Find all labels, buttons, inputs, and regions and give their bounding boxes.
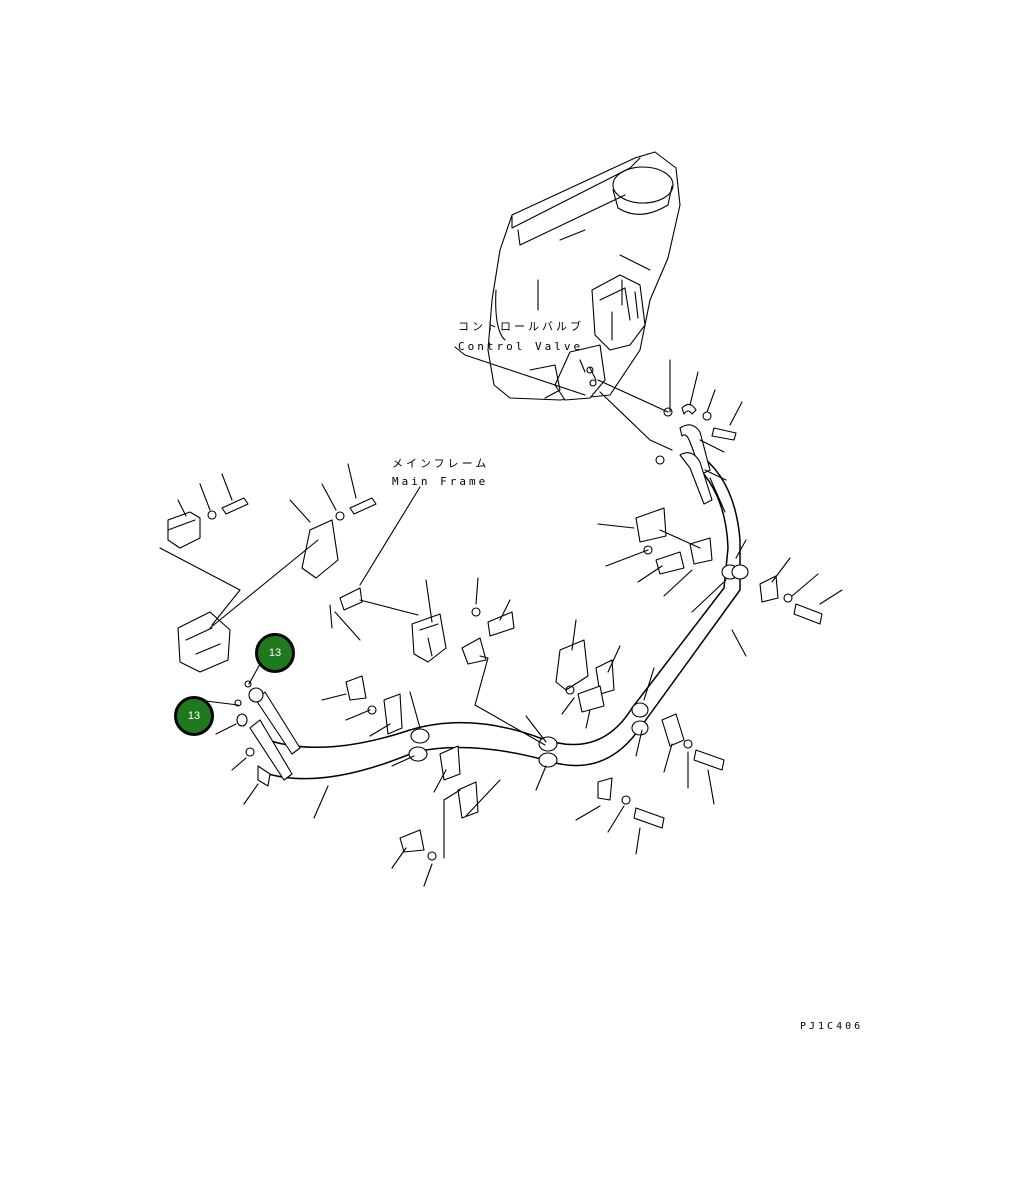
valve-fittings (655, 403, 737, 513)
main-frame-label-en: Main Frame (392, 475, 489, 488)
main-frame-brackets (329, 587, 546, 861)
left-hose-fittings (234, 680, 301, 787)
control-valve-label-en: Control Valve (458, 340, 584, 353)
callout-badge-13[interactable]: 13 (174, 696, 214, 736)
leader-lines (177, 346, 843, 887)
main-frame-label-jp: メインフレーム (392, 457, 490, 470)
drawing-code: PJ1C406 (800, 1021, 864, 1032)
middle-right-brackets (555, 507, 823, 829)
hose-clamps (408, 564, 749, 768)
control-valve-label-jp: コントロールバルブ (458, 320, 584, 333)
top-left-bracket-group (159, 497, 377, 673)
control-valve-assembly (487, 151, 681, 451)
callout-badge-13[interactable]: 13 (255, 633, 295, 673)
